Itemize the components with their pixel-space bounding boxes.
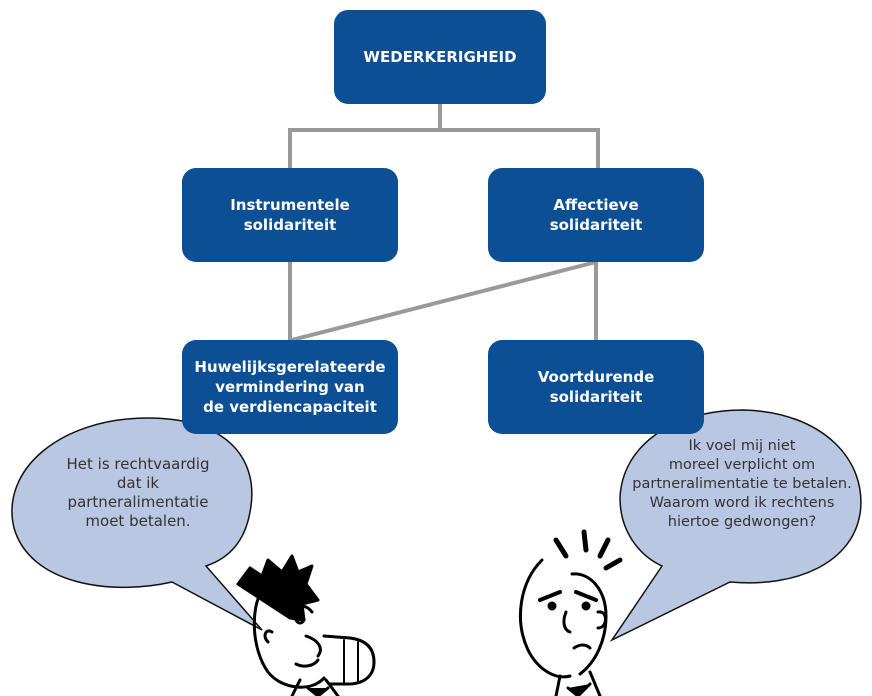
- node-voortdurende-label: Voortdurende solidariteit: [537, 368, 655, 406]
- node-instrumentele-solidariteit: Instrumentele solidariteit: [182, 168, 398, 262]
- node-huwelijksgerelateerde: Huwelijksgerelateerde vermindering van d…: [182, 340, 398, 434]
- node-wederkerigheid-label: WEDERKERIGHEID: [363, 48, 517, 66]
- node-affectieve-solidariteit: Affectieve solidariteit: [488, 168, 704, 262]
- speech-bubble-left-text: Het is rechtvaardig dat ik partneralimen…: [66, 455, 210, 530]
- node-instrumentele-label: Instrumentele solidariteit: [230, 196, 350, 234]
- speech-bubble-right: [609, 409, 862, 642]
- grumpy-man-face-icon: [518, 529, 623, 696]
- connector-root-to-level1: [288, 102, 600, 170]
- node-affectieve-label: Affectieve solidariteit: [549, 196, 643, 234]
- connector-affectieve-to-huwelijks: [289, 259, 599, 343]
- node-huwelijksgerelateerde-label: Huwelijksgerelateerde vermindering van d…: [194, 358, 386, 416]
- node-voortdurende-solidariteit: Voortdurende solidariteit: [488, 340, 704, 434]
- node-wederkerigheid: WEDERKERIGHEID: [334, 10, 546, 104]
- speech-bubble-right-text: Ik voel mij niet moreel verplicht om par…: [632, 438, 852, 530]
- happy-man-face-icon: [236, 554, 376, 696]
- speech-bubble-left: [11, 417, 263, 631]
